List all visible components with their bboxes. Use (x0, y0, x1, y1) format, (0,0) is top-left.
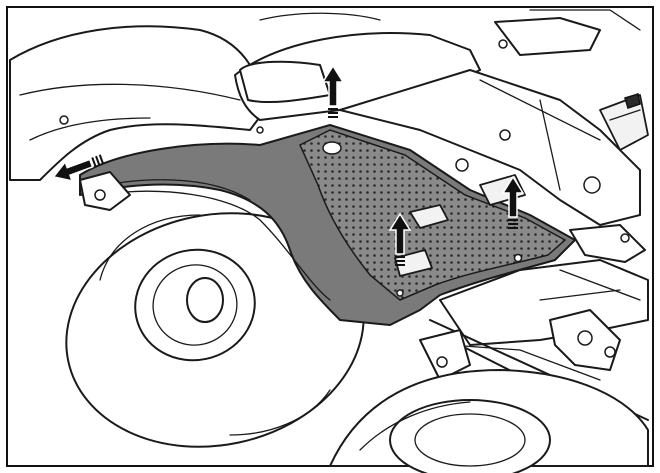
footplate (79, 124, 576, 326)
mower-deck (329, 369, 649, 473)
rear-wheel (65, 212, 365, 448)
mower-body (9, 9, 649, 441)
